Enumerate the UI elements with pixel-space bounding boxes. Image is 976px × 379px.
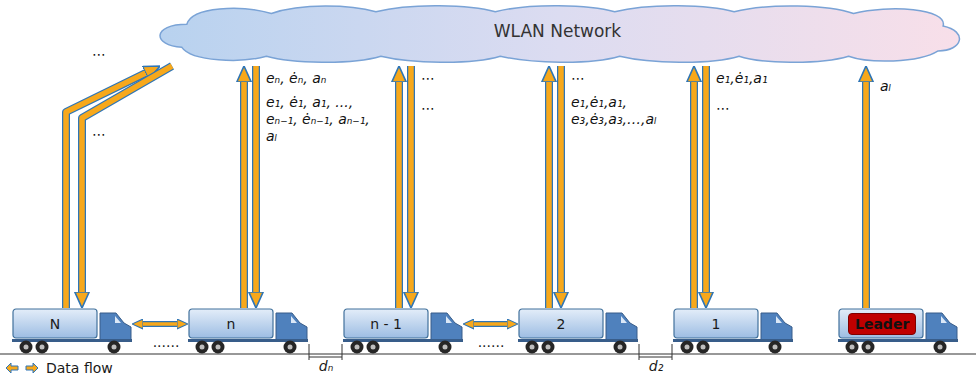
- signal-label: ⋯: [92, 126, 106, 143]
- arrow-outline: [143, 321, 177, 327]
- gap-bracket: [309, 344, 342, 360]
- road-line: [0, 353, 976, 354]
- legend-text: Data flow: [46, 360, 113, 376]
- network-cloud: WLAN Network: [150, 2, 965, 66]
- truck: n - 1: [343, 308, 463, 354]
- truck-label: 2: [518, 308, 604, 339]
- truck-illustration: [12, 308, 132, 354]
- arrow-body: [691, 82, 697, 308]
- arrow-body: [546, 82, 552, 308]
- signal-label: e₁, ė₁, a₁, ..., eₙ₋₁, ėₙ₋₁, aₙ₋₁, aₗ: [266, 94, 384, 145]
- data-flow-arrow: [549, 82, 550, 308]
- arrow-outline: [82, 66, 172, 292]
- distance-label: dₙ: [306, 358, 346, 374]
- signal-label: ⋯: [716, 100, 730, 117]
- signal-label: aₗ: [880, 78, 891, 95]
- data-flow-arrow: [82, 66, 172, 292]
- signal-label: e₁,ė₁,a₁: [716, 70, 768, 87]
- truck-illustration: [673, 308, 793, 354]
- data-flow-arrow: [143, 324, 177, 325]
- truck: 2: [518, 308, 638, 354]
- truck-label: Leader: [848, 313, 916, 335]
- signal-label: e₁,ė₁,a₁, e₃,ė₃,a₃,…,aₗ: [571, 94, 666, 128]
- signal-label: ⋯: [92, 46, 106, 63]
- arrow-outline: [690, 82, 698, 308]
- truck-illustration: [343, 308, 463, 354]
- data-flow-arrow: [561, 66, 562, 292]
- arrow-outline: [407, 66, 415, 292]
- signal-label: ⋯: [421, 100, 435, 117]
- ellipsis-dots: ......: [142, 334, 190, 350]
- truck-label: 1: [673, 308, 759, 339]
- arrow-outline: [240, 82, 248, 308]
- legend-arrow-icon: [4, 361, 40, 375]
- arrow-outline: [545, 82, 553, 308]
- data-flow-arrow: [399, 82, 400, 308]
- arrow-body: [703, 66, 709, 292]
- data-flow-arrow: [694, 82, 695, 308]
- signal-label: ⋯: [571, 70, 585, 87]
- ellipsis-dots: ......: [467, 334, 515, 350]
- truck-label: N: [12, 308, 98, 339]
- data-flow-arrow: [474, 324, 507, 325]
- arrow-outline: [395, 82, 403, 308]
- arrow-body: [82, 66, 172, 292]
- truck: N: [12, 308, 132, 354]
- arrow-outline: [474, 321, 507, 327]
- arrow-outline: [702, 66, 710, 292]
- arrow-body: [241, 82, 247, 308]
- arrow-body: [558, 66, 564, 292]
- data-flow-arrow: [256, 66, 257, 292]
- truck-label: n - 1: [343, 308, 429, 339]
- truck-illustration: [188, 308, 308, 354]
- signal-label: eₙ, ėₙ, aₙ: [266, 70, 326, 87]
- arrow-outline: [557, 66, 565, 292]
- leader-truck: Leader: [838, 308, 958, 354]
- truck-illustration: [518, 308, 638, 354]
- arrow-body: [143, 322, 177, 326]
- network-label: WLAN Network: [494, 21, 621, 41]
- arrow-body: [396, 82, 402, 308]
- arrow-body: [863, 82, 869, 308]
- truck: 1: [673, 308, 793, 354]
- truck: n: [188, 308, 308, 354]
- signal-label: ⋯: [421, 70, 435, 87]
- arrow-outline: [862, 82, 870, 308]
- truck-label: n: [188, 308, 274, 339]
- data-flow-arrow: [866, 82, 867, 308]
- data-flow-arrow: [706, 66, 707, 292]
- arrow-body: [408, 66, 414, 292]
- arrow-body: [253, 66, 259, 292]
- arrow-body: [474, 322, 507, 326]
- arrow-outline: [252, 66, 260, 292]
- data-flow-arrow: [244, 82, 245, 308]
- data-flow-arrow: [411, 66, 412, 292]
- distance-label: d₂: [636, 358, 676, 374]
- gap-bracket: [639, 344, 672, 360]
